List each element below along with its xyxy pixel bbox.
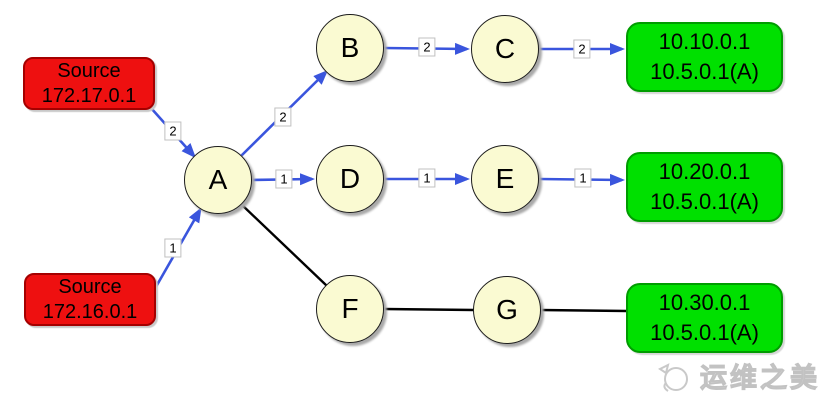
edge-label-source2-a: 1 — [164, 238, 182, 258]
node-e-label: E — [495, 163, 515, 194]
dest-ip: 10.20.0.1 — [658, 159, 751, 184]
node-e: E — [471, 145, 539, 213]
edge-a-to-f — [240, 203, 328, 287]
dest-box-10-10-0-1: 10.10.0.1 10.5.0.1(A) — [626, 22, 783, 92]
dest-next-hop: 10.5.0.1(A) — [650, 189, 759, 214]
edge-label-source1-a: 2 — [164, 121, 182, 141]
node-c: C — [471, 15, 539, 83]
edge-label-a-b: 2 — [274, 107, 292, 127]
node-d: D — [316, 145, 384, 213]
node-g-label: G — [496, 294, 518, 325]
source-box-172-16-0-1: Source 172.16.0.1 — [24, 273, 156, 326]
node-d-label: D — [339, 163, 361, 194]
node-b: B — [316, 14, 384, 82]
node-f-label: F — [341, 293, 359, 324]
edge-label-d-e: 1 — [418, 168, 436, 188]
source-ip: 172.16.0.1 — [42, 300, 138, 323]
node-b-label: B — [340, 32, 360, 63]
edge-label-b-c: 2 — [418, 37, 436, 57]
watermark-text: 运维之美 — [700, 363, 820, 394]
node-g: G — [473, 276, 541, 344]
source-label: Source — [58, 275, 122, 298]
dest-ip: 10.10.0.1 — [658, 29, 751, 54]
node-c-label: C — [494, 33, 516, 64]
edge-label-a-d: 1 — [275, 169, 293, 189]
node-a-label: A — [208, 164, 228, 195]
node-f: F — [316, 275, 384, 343]
node-a: A — [184, 146, 252, 214]
dest-ip: 10.30.0.1 — [658, 290, 751, 315]
dest-next-hop: 10.5.0.1(A) — [650, 59, 759, 84]
edge-label-e-dest2: 1 — [574, 168, 592, 188]
edge-g-to-dest3 — [539, 308, 628, 313]
watermark-logo-icon — [658, 362, 688, 392]
dest-box-10-20-0-1: 10.20.0.1 10.5.0.1(A) — [626, 152, 783, 222]
source-box-172-17-0-1: Source 172.17.0.1 — [23, 57, 155, 110]
dest-next-hop: 10.5.0.1(A) — [650, 320, 759, 345]
source-ip: 172.17.0.1 — [41, 84, 137, 107]
edge-label-c-dest1: 2 — [573, 39, 591, 59]
watermark: 运维之美 — [652, 356, 820, 395]
source-label: Source — [57, 59, 121, 82]
dest-box-10-30-0-1: 10.30.0.1 10.5.0.1(A) — [626, 283, 783, 353]
edge-f-to-g — [383, 307, 475, 312]
